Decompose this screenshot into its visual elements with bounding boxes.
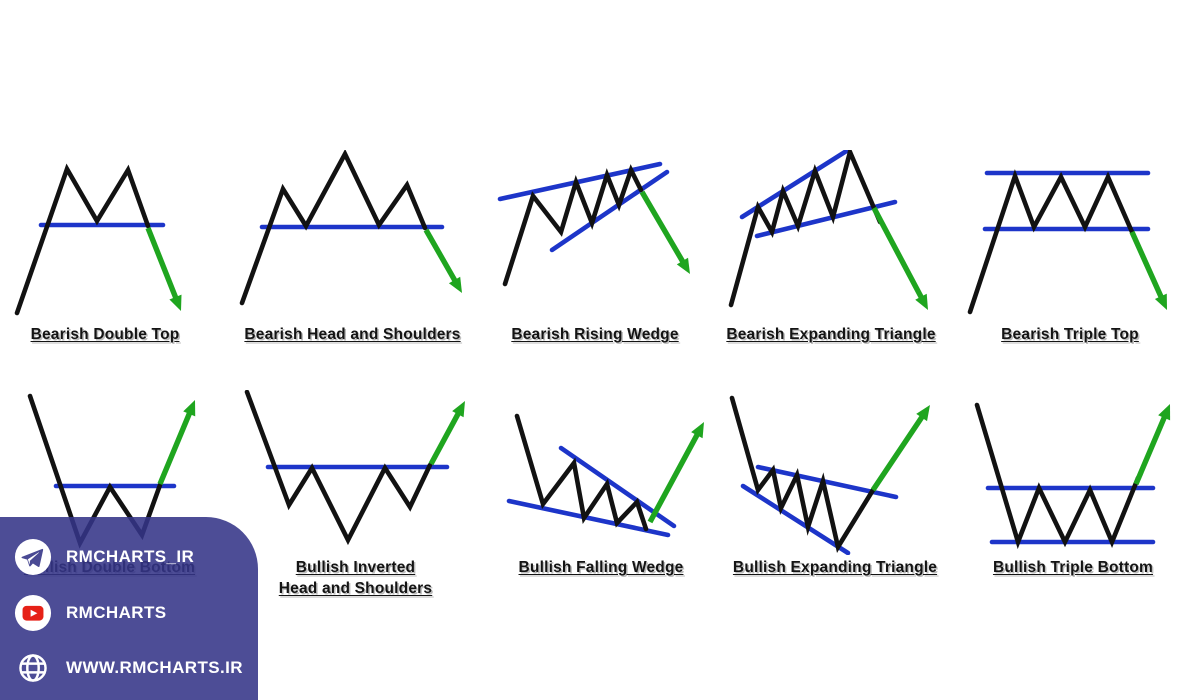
pattern-label-bullish-triple-bottom: Bullish Triple Bottom [992,559,1154,576]
pattern-label-bearish-expanding-triangle: Bearish Expanding Triangle [726,326,936,343]
pattern-drawing-bearish-rising-wedge [497,161,690,287]
telegram-handle: RMCHARTS_IR [66,547,195,566]
pattern-card-bullish-inverted-head-and-shoulders: Bullish Inverted Head and Shoulders [238,390,473,605]
youtube-handle: RMCHARTS [66,602,167,622]
youtube-icon [14,594,52,631]
social-row-website[interactable]: WWW.RMCHARTS.IR [14,649,248,687]
pattern-label-bullish-expanding-triangle: Bullish Expanding Triangle [732,559,938,576]
pattern-card-bullish-expanding-triangle: Bullish Expanding Triangle [726,390,944,585]
telegram-icon [14,538,52,576]
pattern-drawing-bullish-falling-wedge [506,413,704,538]
social-row-telegram[interactable]: RMCHARTS_IR [14,538,248,576]
social-row-youtube[interactable]: RMCHARTS [14,594,248,632]
pattern-drawing-bearish-expanding-triangle [728,150,928,310]
pattern-drawing-bullish-inverted-head-and-shoulders [244,390,465,546]
pattern-label-bullish-inverted-head-and-shoulders: Bullish Inverted Head and Shoulders [278,559,433,597]
pattern-card-bearish-rising-wedge: Bearish Rising Wedge [490,150,700,350]
pattern-label-bearish-head-and-shoulders: Bearish Head and Shoulders [244,326,461,343]
pattern-label-bullish-falling-wedge: Bullish Falling Wedge [518,559,684,576]
website-url: WWW.RMCHARTS.IR [66,658,243,677]
pattern-drawing-bearish-triple-top [967,169,1167,315]
pattern-drawing-bullish-expanding-triangle [729,395,930,555]
social-links-panel: RMCHARTS_IR RMCHARTS WWW.RMCHARTS.IR [0,517,258,700]
pattern-drawing-bearish-head-and-shoulders [239,150,462,306]
pattern-label-bearish-rising-wedge: Bearish Rising Wedge [511,326,679,343]
pattern-label-bearish-double-top: Bearish Double Top [30,326,180,343]
pattern-card-bullish-falling-wedge: Bullish Falling Wedge [492,390,710,585]
pattern-card-bearish-head-and-shoulders: Bearish Head and Shoulders [235,150,470,350]
pattern-card-bearish-double-top: Bearish Double Top [5,150,205,350]
pattern-drawing-bearish-double-top [14,163,182,316]
globe-icon [19,654,47,682]
pattern-drawing-bullish-triple-bottom [974,402,1171,550]
pattern-card-bearish-triple-top: Bearish Triple Top [960,150,1180,350]
pattern-card-bullish-triple-bottom: Bullish Triple Bottom [962,390,1184,585]
pattern-card-bearish-expanding-triangle: Bearish Expanding Triangle [714,150,948,350]
pattern-label-bearish-triple-top: Bearish Triple Top [1001,326,1139,343]
